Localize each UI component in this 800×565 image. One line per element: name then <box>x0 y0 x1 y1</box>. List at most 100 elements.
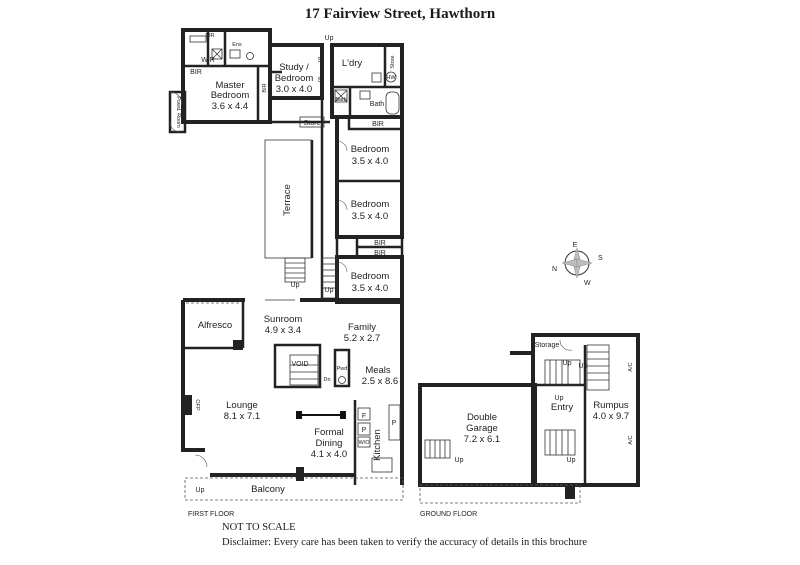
dining-size: 4.1 x 4.0 <box>311 449 347 460</box>
rumpus-up: Up <box>579 363 588 370</box>
master-name2: Bedroom <box>211 90 250 101</box>
ac-label-1: A/C <box>628 362 634 371</box>
kitchen-sink <box>371 457 393 473</box>
study-s1: S <box>318 57 323 64</box>
void-walls <box>273 343 322 389</box>
lounge-size: 8.1 x 7.1 <box>224 411 260 422</box>
fridge-label: F <box>362 413 366 420</box>
family-size: 5.2 x 2.7 <box>344 333 380 344</box>
bir-master-left: BIR <box>190 69 202 76</box>
master-size: 3.6 x 4.4 <box>212 101 248 112</box>
bath-small-label: Bath <box>335 97 346 103</box>
not-to-scale-note: NOT TO SCALE <box>222 522 296 533</box>
kitchen-pantry-label: P <box>392 420 397 427</box>
meals-size: 2.5 x 8.6 <box>362 376 398 387</box>
fireplace <box>184 395 192 415</box>
meals-toilet <box>338 376 346 384</box>
compass: E S N W <box>552 242 603 287</box>
wir-rail <box>189 35 207 43</box>
entry-up: Up <box>555 395 564 402</box>
disclaimer: Disclaimer: Every care has been taken to… <box>222 537 588 548</box>
first-floor <box>168 28 404 501</box>
garage-up: Up <box>455 457 464 464</box>
sunroom-name: Sunroom <box>264 314 303 325</box>
storage-name: Storage <box>535 342 560 349</box>
pwd-label: Pwd <box>337 366 348 372</box>
kitchen-name: Kitchen <box>372 429 383 461</box>
hot-water-unit <box>385 71 397 83</box>
powder-door <box>169 91 183 105</box>
wo-space <box>357 436 371 448</box>
ground-floor <box>418 333 640 504</box>
balcony-door <box>194 454 208 468</box>
corridor-store: Store <box>304 120 321 127</box>
laundry-trough <box>371 72 382 83</box>
ac-label-2: A/C <box>628 435 634 444</box>
garage-size: 7.2 x 6.1 <box>464 434 500 445</box>
terrace-name: Terrace <box>282 184 293 216</box>
balcony-name: Balcony <box>251 484 285 495</box>
balcony-outline <box>184 477 404 501</box>
bed3-name: Bedroom <box>351 199 390 210</box>
bir-bed2: BIR <box>372 121 384 128</box>
bed4-name: Bedroom <box>351 271 390 282</box>
garage-stairs <box>424 439 451 459</box>
powder-door-2 <box>169 121 181 133</box>
dining-name: Formal <box>314 427 344 438</box>
column-alfresco <box>233 340 243 350</box>
ofp-label: OFP <box>194 399 200 411</box>
bir-2 <box>347 115 404 131</box>
rumpus-size: 4.0 x 9.7 <box>593 411 629 422</box>
alfresco-name: Alfresco <box>198 320 232 331</box>
meals-name: Meals <box>365 365 391 376</box>
ens-label: Ens <box>232 42 242 48</box>
void-label: VOID <box>291 361 308 368</box>
balcony-column <box>296 467 304 481</box>
compass-e: E <box>573 242 578 249</box>
vanity <box>229 49 241 59</box>
wo-label: W/O <box>359 440 371 446</box>
compass-n: N <box>552 266 557 273</box>
storage-up: Up <box>563 360 572 367</box>
hw-label: HW <box>386 75 396 81</box>
bath-name: Bath <box>370 101 385 108</box>
sunroom-size: 4.9 x 3.4 <box>265 325 301 336</box>
lounge-name: Lounge <box>226 400 258 411</box>
hall-up: Up <box>325 287 334 294</box>
kitchen-pantry <box>388 404 401 441</box>
laundry-up: Up <box>325 35 334 42</box>
bir-master-right: BIR <box>262 83 268 92</box>
terrace-up: Up <box>291 282 300 289</box>
plan-title: 17 Fairview Street, Hawthorn <box>304 6 496 22</box>
meals-powder-walls <box>333 348 351 388</box>
compass-w: W <box>584 280 591 287</box>
first-floor-label: FIRST FLOOR <box>188 511 234 518</box>
bed3-size: 3.5 x 4.0 <box>352 211 388 222</box>
balcony-up: Up <box>196 487 205 494</box>
storage-door <box>559 339 573 351</box>
garage-name2: Garage <box>466 423 498 434</box>
bathtub <box>385 91 400 115</box>
dining-chair-l <box>296 411 302 419</box>
study-name: Study / <box>279 62 309 73</box>
family-name: Family <box>348 322 376 333</box>
laundry-store: Store <box>390 55 396 68</box>
compass-s: S <box>598 255 603 262</box>
storage-wall <box>510 351 535 385</box>
room-labels: Master Bedroom 3.6 x 4.4 BIR Ens WIR BIR… <box>175 33 634 518</box>
void-stairs <box>289 354 319 386</box>
powder-room-label: Powd. Room <box>175 96 181 128</box>
entry-stairs-up <box>544 359 581 386</box>
bed2-name: Bedroom <box>351 144 390 155</box>
bir-master-top: BIR <box>205 33 214 39</box>
bed2-size: 3.5 x 4.0 <box>352 156 388 167</box>
bath-vanity <box>359 90 371 100</box>
pantry-space <box>357 422 371 436</box>
study-name2: Bedroom <box>275 73 314 84</box>
rumpus-name: Rumpus <box>593 400 629 411</box>
toilet <box>246 52 254 60</box>
study-s2: S <box>318 77 323 84</box>
study-size: 3.0 x 4.0 <box>276 84 312 95</box>
terrace-stairs <box>284 257 306 283</box>
